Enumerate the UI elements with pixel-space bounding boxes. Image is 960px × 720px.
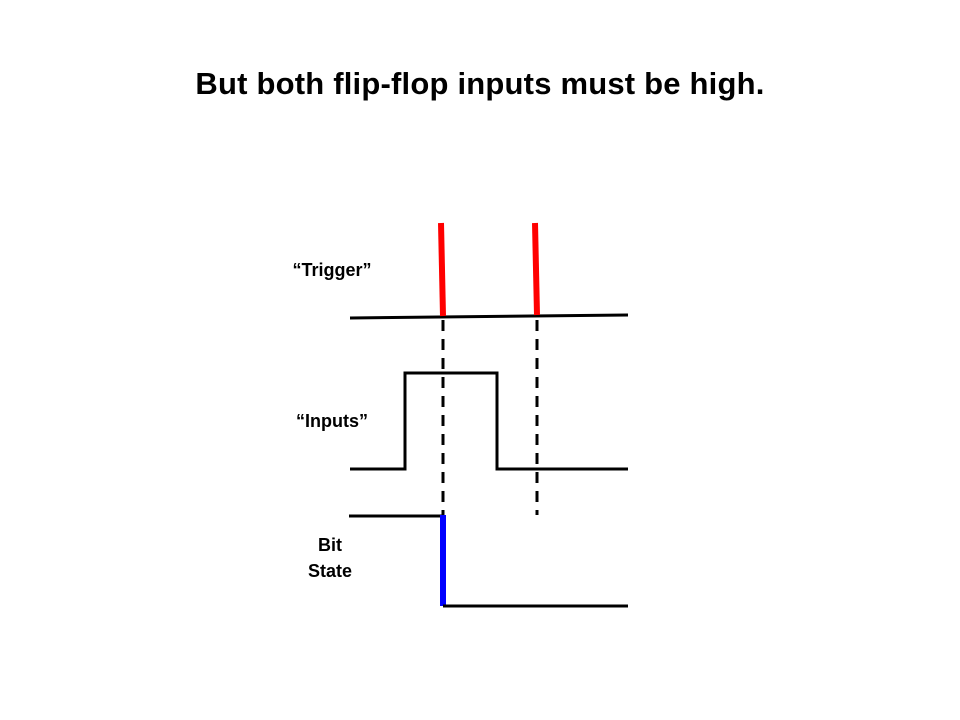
trigger-baseline — [349, 313, 629, 320]
bit-state-label-line2: State — [307, 561, 352, 581]
inputs-waveform — [350, 371, 628, 471]
slide-title: But both flip-flop inputs must be high. — [195, 66, 765, 101]
inputs-label: “Inputs” — [296, 411, 368, 431]
bit-state-label-line1: Bit — [318, 535, 342, 555]
trigger-pulse-1 — [438, 222, 446, 317]
trigger-pulse-2 — [532, 222, 540, 316]
bit-state-label: Bit State — [280, 532, 380, 584]
trigger-label: “Trigger” — [292, 260, 372, 280]
